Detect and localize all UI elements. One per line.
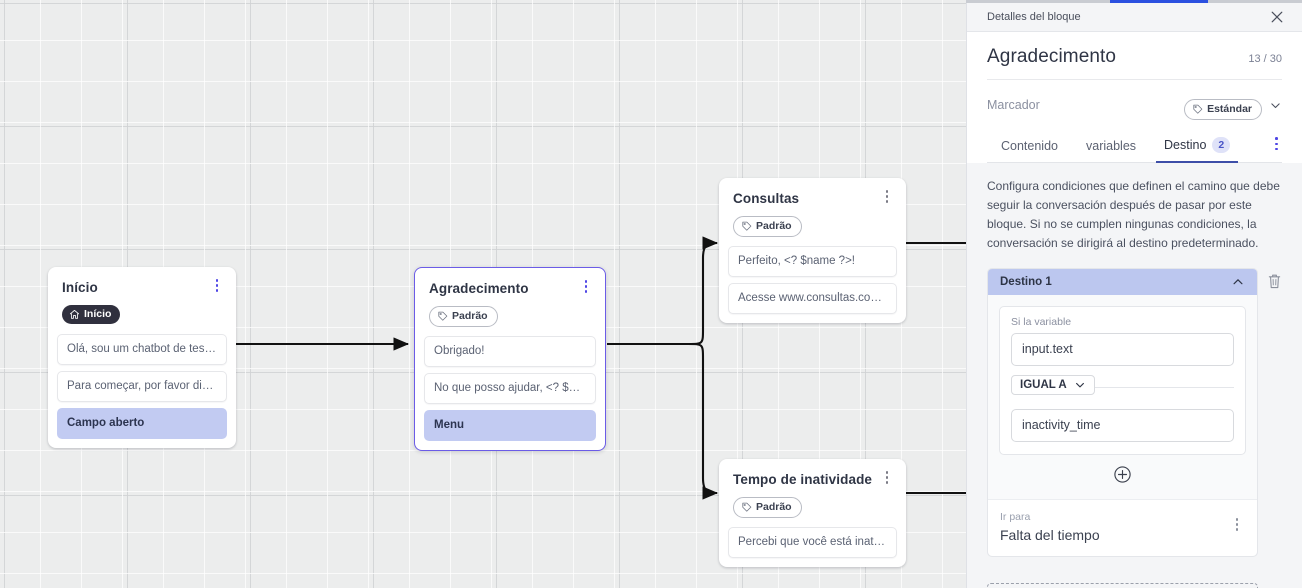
operator-divider: [1011, 387, 1234, 388]
flow-node-agradecimento[interactable]: Agradecimento Padrão Obrigado! No que po…: [414, 267, 606, 451]
plus-circle-icon[interactable]: [1113, 465, 1132, 484]
trash-icon[interactable]: [1267, 273, 1282, 290]
flow-node-inicio[interactable]: Início Início Olá, sou um chatbot de tes…: [48, 267, 236, 448]
tab-label: Destino: [1164, 138, 1207, 152]
node-message[interactable]: Campo aberto: [57, 408, 227, 439]
tab-label: Contenido: [1001, 139, 1058, 153]
marker-row: Marcador Estándar: [987, 80, 1282, 130]
condition-label: Si la variable: [1011, 316, 1072, 328]
node-message[interactable]: Perfeito, <? $name ?>!: [728, 246, 897, 277]
node-header: Consultas Padrão: [719, 178, 906, 246]
node-title: Início: [62, 280, 98, 295]
panel-content: Configura condiciones que definen el cam…: [967, 163, 1302, 588]
condition-box: Si la variable input.text IGUAL A inacti…: [999, 306, 1246, 455]
node-message[interactable]: Olá, sou um chatbot de teste!: [57, 334, 227, 365]
marker-label: Marcador: [987, 98, 1040, 112]
destination-header-label: Destino 1: [1000, 276, 1052, 288]
node-message[interactable]: Para começar, por favor digite o ...: [57, 371, 227, 402]
page-title: Agradecimento: [987, 46, 1117, 67]
goto-value: Falta del tiempo: [1000, 527, 1100, 543]
node-tag-label: Início: [84, 308, 112, 320]
node-menu-icon[interactable]: [209, 279, 225, 295]
panel-header: Detalles del bloque: [967, 3, 1302, 32]
block-details-panel: Detalles del bloque Agradecimento 13 / 3…: [966, 0, 1302, 588]
operator-select[interactable]: IGUAL A: [1011, 375, 1095, 395]
node-header: Tempo de inatividade Padrão: [719, 459, 906, 527]
progress-fill: [1110, 0, 1208, 3]
close-icon[interactable]: [1269, 9, 1285, 25]
flow-node-consultas[interactable]: Consultas Padrão Perfeito, <? $name ?>! …: [719, 178, 906, 323]
add-destination-button[interactable]: Agregar destino: [987, 583, 1258, 588]
node-messages: Percebi que você está inativo. C...: [719, 527, 906, 567]
tag-icon: [742, 221, 752, 231]
variable-input[interactable]: input.text: [1011, 333, 1234, 366]
node-tag: Padrão: [733, 216, 802, 237]
marker-badge[interactable]: Estándar: [1184, 99, 1262, 120]
chevron-down-icon[interactable]: [1269, 99, 1282, 112]
goto-menu-icon[interactable]: [1229, 518, 1245, 534]
tag-icon: [742, 502, 752, 512]
tag-icon: [438, 311, 448, 321]
node-menu-icon[interactable]: [879, 190, 895, 206]
tab-destino[interactable]: Destino 2: [1150, 130, 1244, 163]
goto-card[interactable]: Ir para Falta del tiempo: [988, 499, 1257, 556]
more-vertical-icon[interactable]: [1265, 131, 1282, 162]
tag-icon: [1193, 104, 1203, 114]
node-message[interactable]: Percebi que você está inativo. C...: [728, 527, 897, 558]
tab-label: variables: [1086, 139, 1137, 153]
node-title: Tempo de inatividade: [733, 472, 873, 487]
node-tag-label: Padrão: [452, 310, 488, 322]
node-tag-label: Padrão: [756, 501, 792, 513]
add-condition-row: [988, 455, 1257, 496]
operator-label: IGUAL A: [1020, 379, 1067, 391]
tab-contenido[interactable]: Contenido: [987, 132, 1072, 162]
node-title: Agradecimento: [429, 281, 529, 296]
flow-node-inatividade[interactable]: Tempo de inatividade Padrão Percebi que …: [719, 459, 906, 567]
node-menu-icon[interactable]: [879, 471, 895, 487]
destination-card: Destino 1 Si la variable input.text: [987, 268, 1281, 557]
node-messages: Olá, sou um chatbot de teste! Para começ…: [48, 334, 236, 448]
operator-row: IGUAL A: [1011, 375, 1234, 400]
node-tag: Padrão: [429, 306, 498, 327]
panel-tabs: Contenido variables Destino 2: [987, 130, 1282, 163]
compare-value-input[interactable]: inactivity_time: [1011, 409, 1234, 442]
block-title-row: Agradecimento 13 / 30: [987, 32, 1282, 80]
node-messages: Perfeito, <? $name ?>! Acesse www.consul…: [719, 246, 906, 323]
node-menu-icon[interactable]: [578, 280, 594, 296]
node-header: Agradecimento Padrão: [415, 268, 605, 336]
goto-label: Ir para: [1000, 511, 1031, 523]
node-tag-label: Padrão: [756, 220, 792, 232]
destination-description: Configura condiciones que definen el cam…: [987, 179, 1280, 250]
node-title: Consultas: [733, 191, 800, 206]
flow-canvas[interactable]: Início Início Olá, sou um chatbot de tes…: [0, 0, 966, 588]
panel-header-title: Detalles del bloque: [987, 11, 1081, 23]
tab-variables[interactable]: variables: [1072, 132, 1150, 162]
tab-badge: 2: [1212, 137, 1231, 153]
loading-progress-bar: [966, 0, 1302, 3]
node-message[interactable]: Obrigado!: [424, 336, 596, 367]
panel-top-section: Agradecimento 13 / 30 Marcador Estándar: [967, 32, 1302, 163]
node-tag: Início: [62, 305, 121, 324]
goto-text: Ir para Falta del tiempo: [1000, 510, 1100, 545]
marker-control[interactable]: Estándar: [1184, 90, 1282, 120]
marker-badge-label: Estándar: [1207, 103, 1252, 115]
char-counter: 13 / 30: [1248, 53, 1282, 65]
chevron-down-icon: [1075, 382, 1084, 388]
node-message[interactable]: Menu: [424, 410, 596, 441]
node-message[interactable]: Acesse www.consultas.com par...: [728, 283, 897, 314]
node-header: Início Início: [48, 267, 236, 334]
chevron-up-icon[interactable]: [1231, 275, 1245, 289]
home-icon: [69, 309, 80, 319]
destination-header[interactable]: Destino 1: [988, 269, 1257, 295]
node-message[interactable]: No que posso ajudar, <? $name ...: [424, 373, 596, 404]
node-messages: Obrigado! No que posso ajudar, <? $name …: [415, 336, 605, 450]
node-tag: Padrão: [733, 497, 802, 518]
